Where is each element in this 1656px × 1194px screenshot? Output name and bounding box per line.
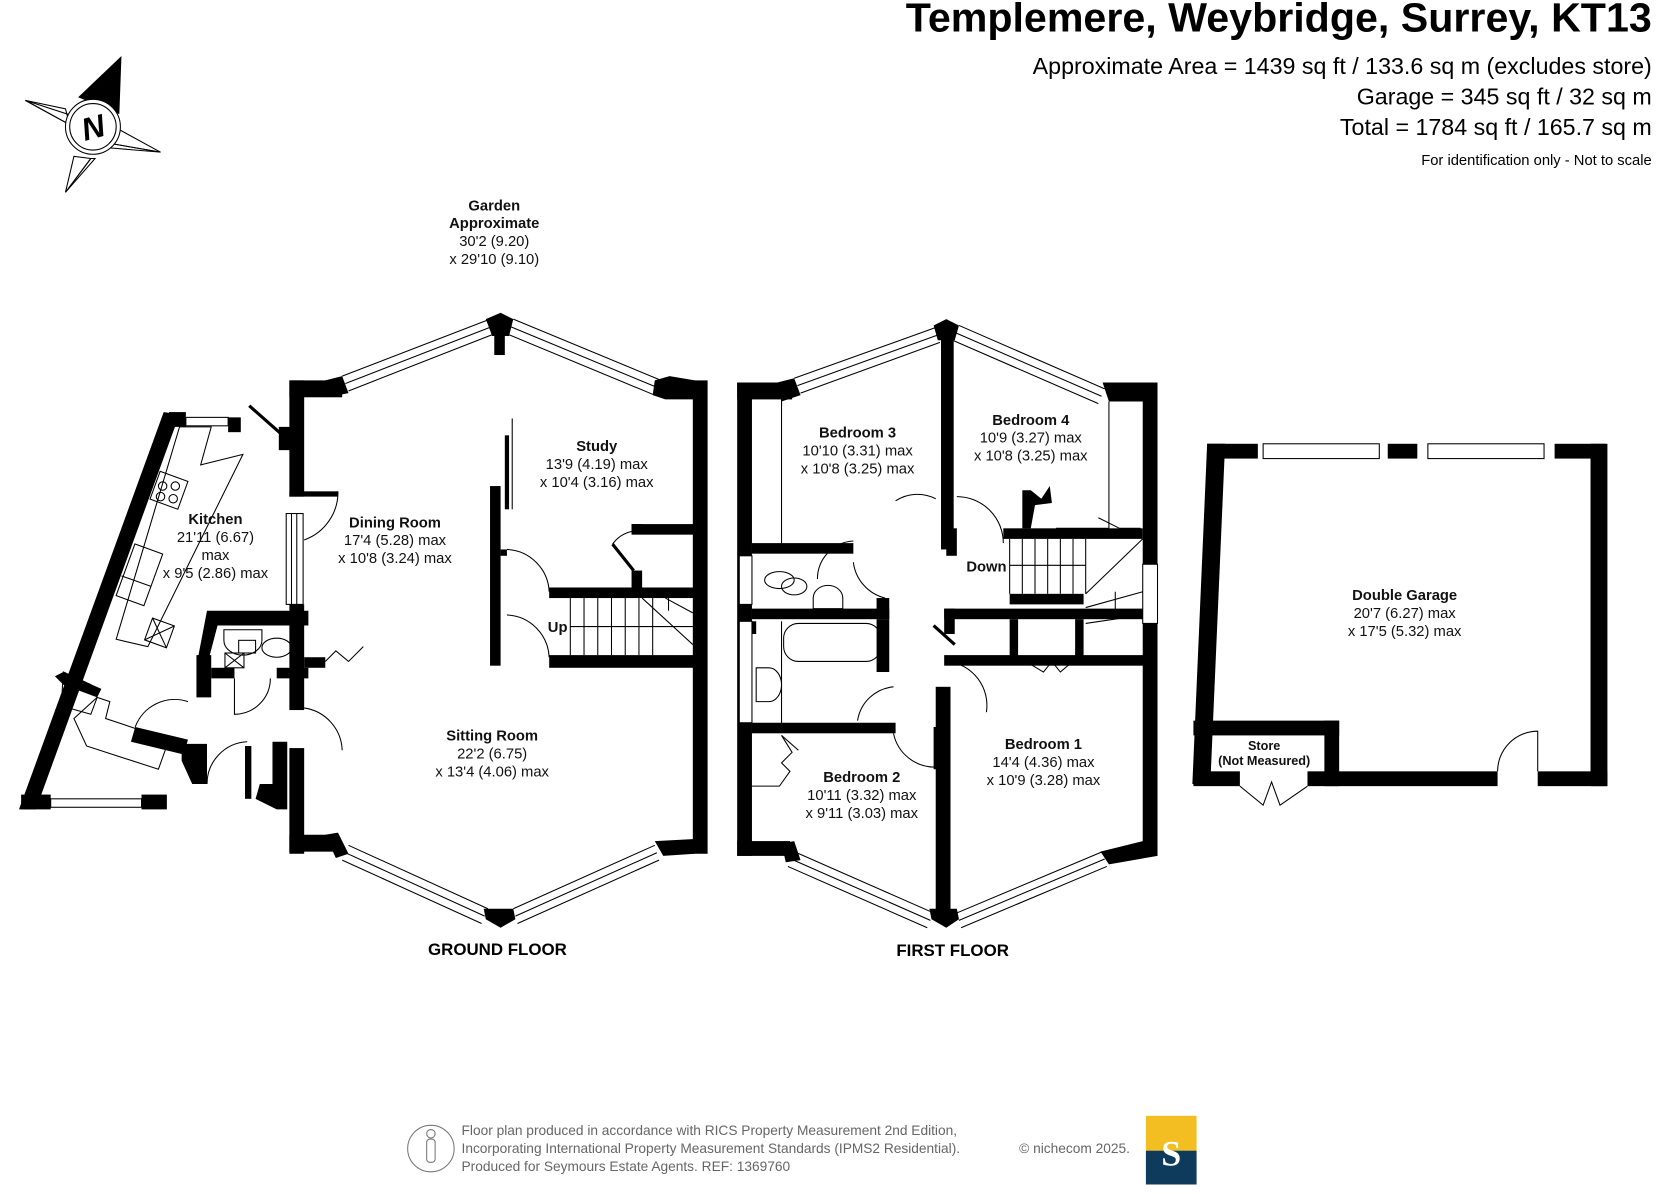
bedroom-4-dim2: x 10'8 (3.25) max <box>974 449 1088 465</box>
garage-area: Garage = 345 sq ft / 32 sq m <box>1357 84 1652 110</box>
double-garage-name: Double Garage <box>1352 588 1457 604</box>
seymours-logo: S <box>1145 1115 1197 1185</box>
total-area: Total = 1784 sq ft / 165.7 sq m <box>1340 114 1652 140</box>
ground-stairs <box>569 597 694 656</box>
disclaimer: For identification only - Not to scale <box>1421 153 1652 169</box>
double-garage-dim1: 20'7 (6.27) max <box>1354 606 1457 622</box>
footer-line-2: Incorporating International Property Mea… <box>462 1141 961 1156</box>
garden-dim2: x 29'10 (9.10) <box>449 252 539 268</box>
logo-letter: S <box>1161 1133 1181 1173</box>
first-floor-plan: Bedroom 3 10'10 (3.31) max x 10'8 (3.25)… <box>737 319 1159 960</box>
sitting-room-dim2: x 13'4 (4.06) max <box>435 765 549 781</box>
garden-name: Garden <box>468 198 520 214</box>
stairs-up-label: Up <box>548 620 568 636</box>
dining-room-dim1: 17'4 (5.28) max <box>344 533 447 549</box>
bedroom-4-dim1: 10'9 (3.27) max <box>980 431 1083 447</box>
ground-floor-plan: Kitchen 21'11 (6.67) max x 9'5 (2.86) ma… <box>19 312 708 959</box>
footer-line-1: Floor plan produced in accordance with R… <box>462 1123 958 1138</box>
first-floor-label: FIRST FLOOR <box>896 941 1009 960</box>
study-name: Study <box>576 439 618 455</box>
sitting-room-name: Sitting Room <box>446 729 538 745</box>
study-dim1: 13'9 (4.19) max <box>546 457 649 473</box>
first-stairs <box>1009 538 1144 624</box>
bedroom-3-name: Bedroom 3 <box>819 425 896 441</box>
store-name: Store <box>1248 739 1280 753</box>
bedroom-1-dim1: 14'4 (4.36) max <box>992 755 1095 771</box>
bedroom-2-dim2: x 9'11 (3.03) max <box>806 806 919 822</box>
kitchen-dim2: x 9'5 (2.86) max <box>163 566 269 582</box>
bedroom-3-dim2: x 10'8 (3.25) max <box>801 461 915 477</box>
person-scale-icon <box>407 1124 455 1173</box>
study-dim2: x 10'4 (3.16) max <box>540 475 654 491</box>
bedroom-1-name: Bedroom 1 <box>1005 737 1082 753</box>
garden-qualifier: Approximate <box>449 216 539 232</box>
store-note: (Not Measured) <box>1218 754 1310 768</box>
property-title: Templemere, Weybridge, Surrey, KT13 <box>906 0 1652 41</box>
bedroom-2-name: Bedroom 2 <box>823 770 900 786</box>
dining-room-name: Dining Room <box>349 515 441 531</box>
double-garage-dim2: x 17'5 (5.32) max <box>1348 624 1462 640</box>
stairs-down-label: Down <box>966 560 1006 576</box>
garden-label: Garden Approximate 30'2 (9.20) x 29'10 (… <box>449 198 539 268</box>
kitchen-dim1b: max <box>201 548 230 564</box>
garden-dim1: 30'2 (9.20) <box>459 234 529 250</box>
dining-room-dim2: x 10'8 (3.24) max <box>338 551 452 567</box>
kitchen-dim1: 21'11 (6.67) <box>177 530 254 546</box>
sitting-room-dim1: 22'2 (6.75) <box>457 747 527 763</box>
footer-line-3: Produced for Seymours Estate Agents. REF… <box>462 1159 791 1174</box>
approximate-area: Approximate Area = 1439 sq ft / 133.6 sq… <box>1033 53 1652 79</box>
bedroom-1-dim2: x 10'9 (3.28) max <box>987 773 1101 789</box>
ground-floor-label: GROUND FLOOR <box>428 940 567 959</box>
footer: Floor plan produced in accordance with R… <box>407 1115 1197 1185</box>
bedroom-2-dim1: 10'11 (3.32) max <box>807 788 917 804</box>
kitchen-name: Kitchen <box>188 512 242 528</box>
bedroom-4-name: Bedroom 4 <box>992 413 1070 429</box>
compass-icon: N <box>25 56 161 193</box>
footer-copyright: © nichecom 2025. <box>1019 1141 1130 1156</box>
bedroom-3-dim1: 10'10 (3.31) max <box>802 443 913 459</box>
garage-plan: Double Garage 20'7 (6.27) max x 17'5 (5.… <box>1192 443 1608 807</box>
